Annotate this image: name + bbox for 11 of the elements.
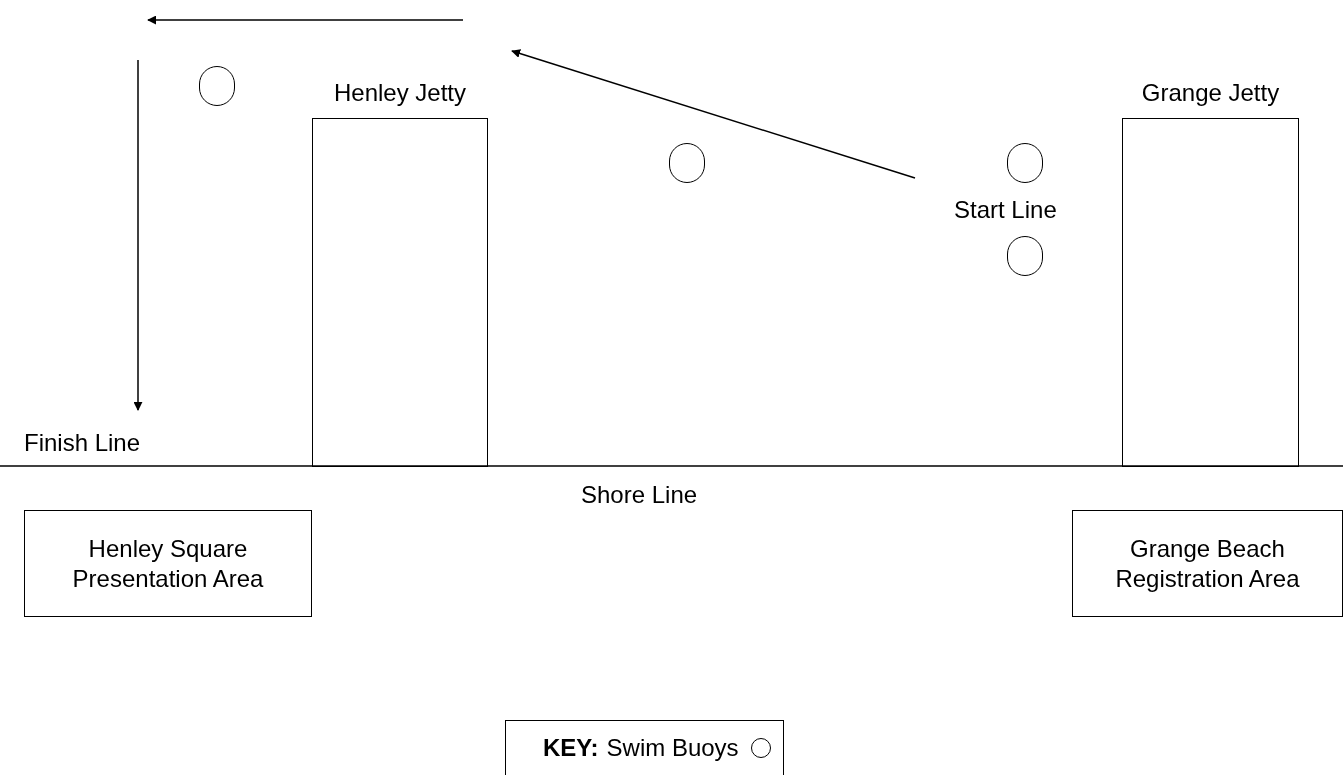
jetty-label: Grange Jetty [1141, 78, 1280, 108]
area-box [24, 510, 312, 617]
place-label: Finish Line [24, 428, 141, 458]
place-label: Shore Line [581, 480, 698, 510]
legend-text: Swim Buoys [606, 733, 739, 763]
legend-title: KEY: [543, 733, 599, 763]
area-box [1072, 510, 1343, 617]
area-label: Grange Beach Registration Area [1114, 533, 1301, 594]
place-label: Start Line [954, 195, 1057, 225]
jetty-label: Henley Jetty [333, 78, 467, 108]
area-label: Henley Square Presentation Area [71, 533, 265, 594]
